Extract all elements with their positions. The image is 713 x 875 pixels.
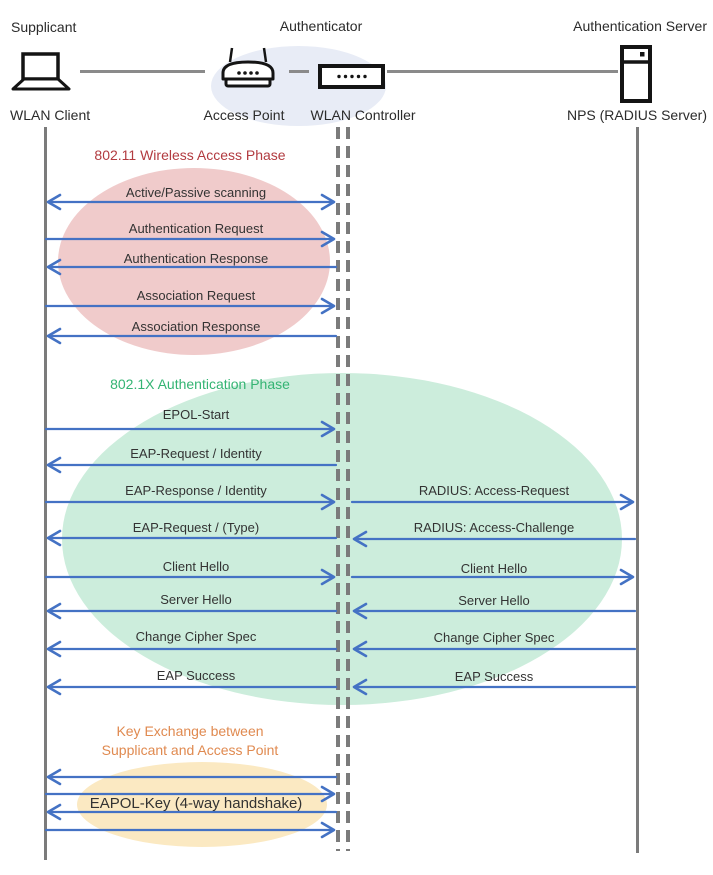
phase3-title: Key Exchange between Supplicant and Acce… bbox=[40, 722, 340, 760]
message-label: EAP-Request / (Type) bbox=[132, 520, 260, 535]
message-label: RADIUS: Access-Request bbox=[418, 483, 570, 498]
message-arrow-left bbox=[46, 640, 338, 658]
message-arrow-right bbox=[44, 568, 336, 586]
message-label: RADIUS: Access-Challenge bbox=[413, 520, 575, 535]
message-arrow-left bbox=[352, 602, 637, 620]
role-label-authenticator: Authenticator bbox=[279, 18, 363, 34]
laptop-icon bbox=[11, 52, 71, 91]
message-arrow-left bbox=[352, 640, 637, 658]
device-label-wlan-client: WLAN Client bbox=[10, 107, 91, 123]
message-arrow-right bbox=[44, 297, 336, 315]
role-label-supplicant: Supplicant bbox=[11, 19, 77, 35]
message-arrow-left bbox=[46, 456, 338, 474]
role-label-authentication-server: Authentication Server bbox=[573, 18, 707, 34]
message-arrow-left bbox=[352, 530, 637, 548]
message-arrow-left bbox=[46, 258, 338, 276]
message-arrow-left bbox=[46, 529, 338, 547]
message-label: Change Cipher Spec bbox=[135, 629, 257, 644]
message-arrow-right bbox=[44, 821, 336, 839]
message-arrow-left bbox=[46, 768, 338, 786]
message-arrow-right bbox=[44, 493, 336, 511]
phase2-title: 802.1X Authentication Phase bbox=[110, 376, 290, 392]
message-arrow-right bbox=[44, 420, 336, 438]
server-icon bbox=[620, 45, 652, 103]
message-label: Client Hello bbox=[162, 559, 230, 574]
device-label-nps-server: NPS (RADIUS Server) bbox=[566, 107, 707, 123]
access-point-icon bbox=[221, 47, 275, 88]
message-label: Association Request bbox=[136, 288, 256, 303]
message-arrow-right bbox=[44, 785, 336, 803]
connector-line bbox=[80, 70, 205, 73]
message-arrow-right bbox=[44, 230, 336, 248]
message-label: Client Hello bbox=[460, 561, 528, 576]
message-label: Server Hello bbox=[458, 593, 530, 608]
radius-server-lifeline bbox=[636, 127, 639, 853]
message-label: EAP-Request / Identity bbox=[130, 446, 262, 461]
wlan-controller-icon bbox=[318, 64, 385, 89]
message-arrow-right bbox=[350, 568, 635, 586]
wlan-client-lifeline bbox=[44, 127, 47, 860]
wlan-controller-lifeline-dashed-left bbox=[336, 127, 340, 851]
message-label: Association Response bbox=[131, 319, 261, 334]
phase1-ellipse bbox=[58, 168, 330, 355]
phase3-title-line1: Key Exchange between bbox=[116, 723, 264, 739]
device-label-access-point: Access Point bbox=[203, 107, 285, 123]
message-arrow-left bbox=[46, 602, 338, 620]
message-label: Authentication Request bbox=[128, 221, 264, 236]
message-arrow-left bbox=[352, 678, 637, 696]
message-label: Change Cipher Spec bbox=[433, 630, 555, 645]
message-arrow-both bbox=[46, 193, 336, 211]
message-label: EAP Success bbox=[454, 669, 534, 684]
phase3-title-line2: Supplicant and Access Point bbox=[101, 742, 279, 758]
message-label: EPOL-Start bbox=[162, 407, 230, 422]
message-label: EAP Success bbox=[156, 668, 236, 683]
message-label: EAP-Response / Identity bbox=[125, 483, 267, 498]
message-arrow-left bbox=[46, 803, 338, 821]
message-arrow-left bbox=[46, 678, 338, 696]
message-arrow-right bbox=[350, 493, 635, 511]
wlan-controller-lifeline-dashed-right bbox=[346, 127, 350, 851]
message-label: Authentication Response bbox=[123, 251, 269, 266]
connector-line bbox=[387, 70, 618, 73]
message-label: Server Hello bbox=[160, 592, 232, 607]
message-label: Active/Passive scanning bbox=[125, 185, 267, 200]
phase1-title: 802.11 Wireless Access Phase bbox=[94, 147, 286, 163]
connector-line bbox=[289, 70, 309, 73]
device-label-wlan-controller: WLAN Controller bbox=[310, 107, 416, 123]
message-arrow-left bbox=[46, 327, 338, 345]
message-label: EAPOL-Key (4-way handshake) bbox=[89, 795, 303, 812]
